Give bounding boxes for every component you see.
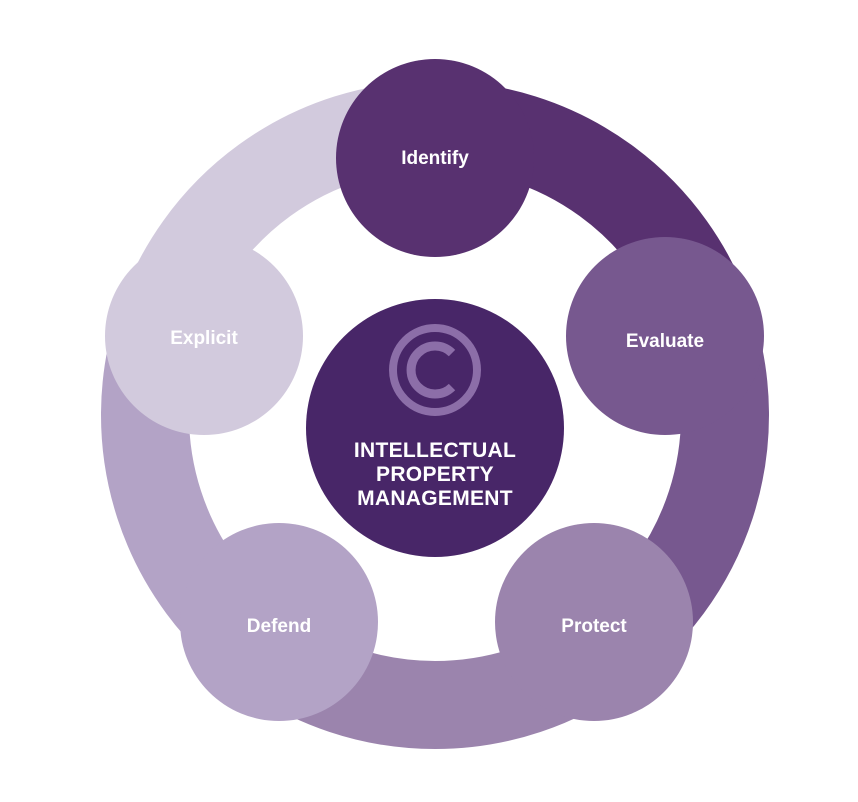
cycle-nodes: Identify Evaluate Protect Defend Explici… [105, 59, 764, 721]
node-protect[interactable]: Protect [495, 523, 693, 721]
node-defend-label: Defend [247, 616, 311, 637]
node-protect-circle [495, 523, 693, 721]
center-title-line-3: MANAGEMENT [357, 487, 513, 510]
center-hub: INTELLECTUAL PROPERTY MANAGEMENT [306, 299, 564, 557]
node-explicit[interactable]: Explicit [105, 237, 303, 435]
center-title-line-1: INTELLECTUAL [354, 439, 516, 462]
node-protect-label: Protect [561, 616, 627, 637]
node-evaluate-circle [566, 237, 764, 435]
node-evaluate-label: Evaluate [626, 331, 704, 352]
copyright-icon [389, 324, 481, 416]
node-identify[interactable]: Identify [336, 59, 534, 257]
center-title-line-2: PROPERTY [376, 463, 494, 486]
node-explicit-circle [105, 237, 303, 435]
node-identify-label: Identify [401, 148, 469, 169]
node-evaluate[interactable]: Evaluate [566, 237, 764, 435]
node-defend[interactable]: Defend [180, 523, 378, 721]
node-explicit-label: Explicit [170, 328, 238, 349]
center-circle [306, 299, 564, 557]
node-identify-circle [336, 59, 534, 257]
node-defend-circle [180, 523, 378, 721]
